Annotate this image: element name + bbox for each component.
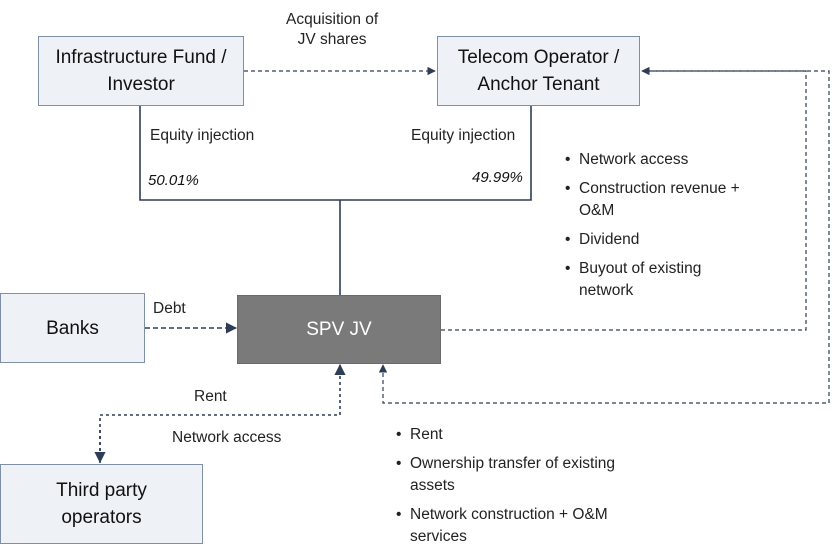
rent-label: Rent bbox=[194, 388, 227, 405]
spv-to-telecom-list: •Network access •Construction revenue + … bbox=[565, 149, 795, 309]
equity-bracket bbox=[139, 106, 532, 201]
equity-telecom-label: Equity injection bbox=[411, 127, 516, 144]
list-item: •Dividend bbox=[565, 231, 640, 248]
third-party-label: Third party operators bbox=[56, 480, 147, 528]
list-item: •Buyout of existing network bbox=[565, 260, 702, 299]
list-item: •Construction revenue + O&M bbox=[565, 180, 740, 219]
telecom-share-label: 49.99% bbox=[472, 169, 523, 186]
spv-to-telecom-arrow bbox=[441, 66, 807, 331]
equity-fund-label: Equity injection bbox=[150, 127, 255, 144]
spv-jv-box: SPV JV bbox=[237, 295, 441, 364]
banks-box: Banks bbox=[0, 293, 145, 363]
telecom-operator-box: Telecom Operator / Anchor Tenant bbox=[437, 36, 640, 106]
list-item: •Network construction + O&M services bbox=[396, 506, 608, 545]
fund-share-label: 50.01% bbox=[148, 172, 199, 189]
infrastructure-fund-label: Infrastructure Fund / Investor bbox=[55, 47, 227, 95]
list-item: •Rent bbox=[396, 426, 443, 443]
banks-label: Banks bbox=[46, 317, 99, 339]
infrastructure-fund-box: Infrastructure Fund / Investor bbox=[38, 36, 244, 106]
list-item: •Ownership transfer of existing assets bbox=[396, 455, 616, 494]
debt-label: Debt bbox=[153, 300, 186, 317]
spv-jv-label: SPV JV bbox=[306, 318, 372, 340]
telecom-to-spv-arrow bbox=[378, 70, 830, 404]
telecom-to-spv-list: •Rent •Ownership transfer of existing as… bbox=[396, 424, 666, 555]
acquisition-label: Acquisition of JV shares bbox=[286, 11, 379, 48]
telecom-operator-label: Telecom Operator / Anchor Tenant bbox=[457, 47, 620, 95]
list-item: •Network access bbox=[565, 151, 689, 168]
third-party-box: Third party operators bbox=[0, 464, 203, 544]
network-access-label: Network access bbox=[172, 429, 282, 446]
third-party-rent-arrow bbox=[99, 363, 346, 463]
